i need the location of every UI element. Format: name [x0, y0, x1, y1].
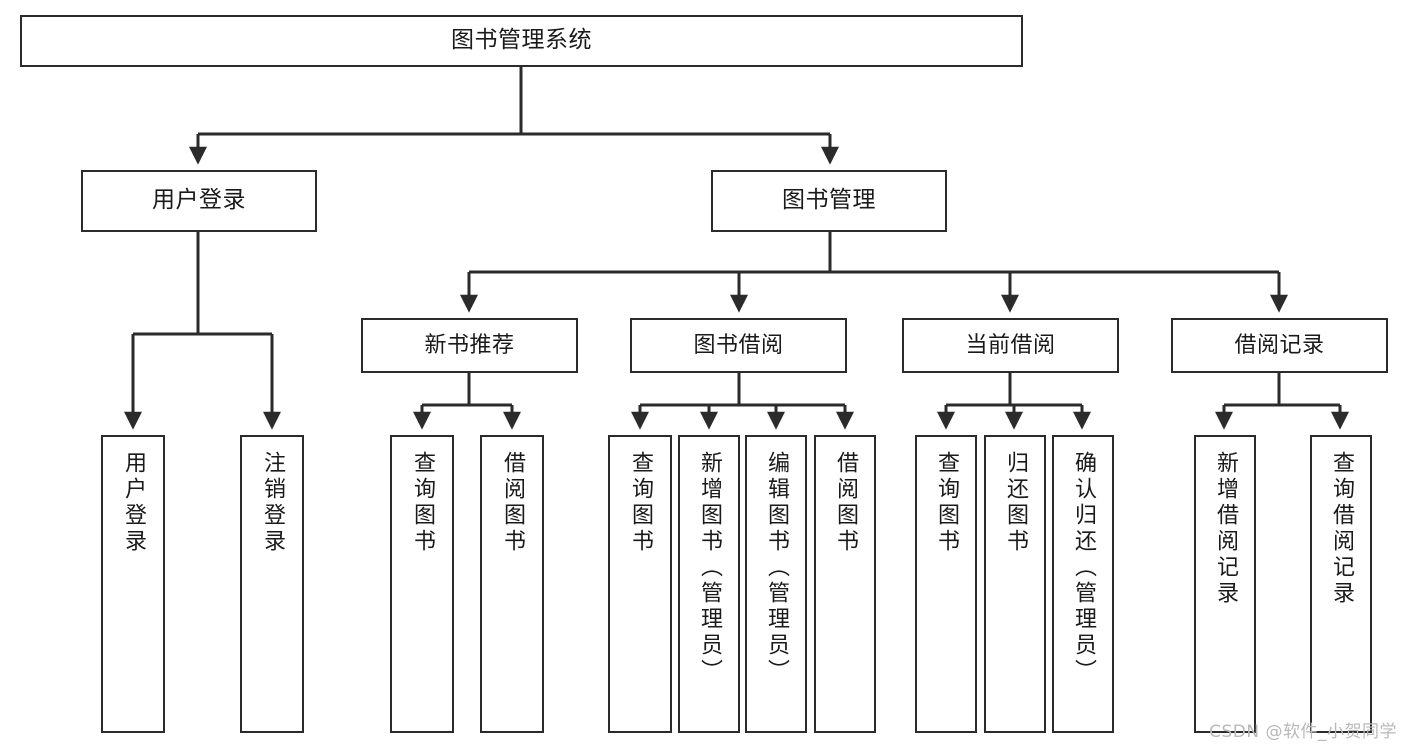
- node-leaf-borrow-books-new[interactable]: 借阅图书: [480, 435, 544, 733]
- node-book-management[interactable]: 图书管理: [711, 170, 947, 232]
- node-label: 新增图书（管理员）: [697, 451, 722, 685]
- node-label: 编辑图书（管理员）: [764, 451, 789, 685]
- node-label: 借阅图书: [500, 451, 525, 555]
- node-label: 当前借阅: [965, 332, 1056, 358]
- node-new-book-recommend[interactable]: 新书推荐: [361, 318, 578, 373]
- node-leaf-user-login[interactable]: 用户登录: [101, 435, 165, 733]
- node-label: 查询借阅记录: [1329, 451, 1354, 607]
- node-label: 查询图书: [410, 451, 435, 555]
- node-label: 借阅图书: [833, 451, 858, 555]
- node-leaf-confirm-return-admin[interactable]: 确认归还（管理员）: [1052, 435, 1114, 733]
- node-leaf-query-borrow-record[interactable]: 查询借阅记录: [1310, 435, 1372, 733]
- node-label: 归还图书: [1003, 451, 1028, 555]
- node-leaf-query-books-current[interactable]: 查询图书: [915, 435, 977, 733]
- node-leaf-add-borrow-record[interactable]: 新增借阅记录: [1194, 435, 1256, 733]
- node-leaf-logout[interactable]: 注销登录: [240, 435, 304, 733]
- node-label: 用户登录: [121, 451, 146, 555]
- node-label: 新书推荐: [424, 332, 515, 358]
- node-label: 借阅记录: [1234, 332, 1325, 358]
- node-leaf-borrow-books[interactable]: 借阅图书: [814, 435, 876, 733]
- node-label: 用户登录: [152, 187, 246, 214]
- node-user-login[interactable]: 用户登录: [81, 170, 317, 232]
- node-current-borrow[interactable]: 当前借阅: [902, 318, 1119, 373]
- node-label: 查询图书: [934, 451, 959, 555]
- node-book-borrow[interactable]: 图书借阅: [630, 318, 847, 373]
- node-root-book-management-system[interactable]: 图书管理系统: [20, 15, 1023, 67]
- node-borrow-records[interactable]: 借阅记录: [1171, 318, 1388, 373]
- node-leaf-query-books-new[interactable]: 查询图书: [390, 435, 454, 733]
- node-leaf-edit-book-admin[interactable]: 编辑图书（管理员）: [745, 435, 807, 733]
- csdn-watermark: CSDN @软件_小贺同学: [1209, 722, 1397, 742]
- node-leaf-add-book-admin[interactable]: 新增图书（管理员）: [678, 435, 740, 733]
- node-label: 注销登录: [260, 451, 285, 555]
- node-label: 新增借阅记录: [1213, 451, 1238, 607]
- node-label: 查询图书: [628, 451, 653, 555]
- node-label: 图书管理: [782, 187, 876, 214]
- node-leaf-query-books-borrow[interactable]: 查询图书: [608, 435, 672, 733]
- node-leaf-return-books[interactable]: 归还图书: [984, 435, 1046, 733]
- node-label: 图书管理系统: [451, 27, 592, 54]
- node-label: 确认归还（管理员）: [1071, 451, 1096, 685]
- node-label: 图书借阅: [693, 332, 784, 358]
